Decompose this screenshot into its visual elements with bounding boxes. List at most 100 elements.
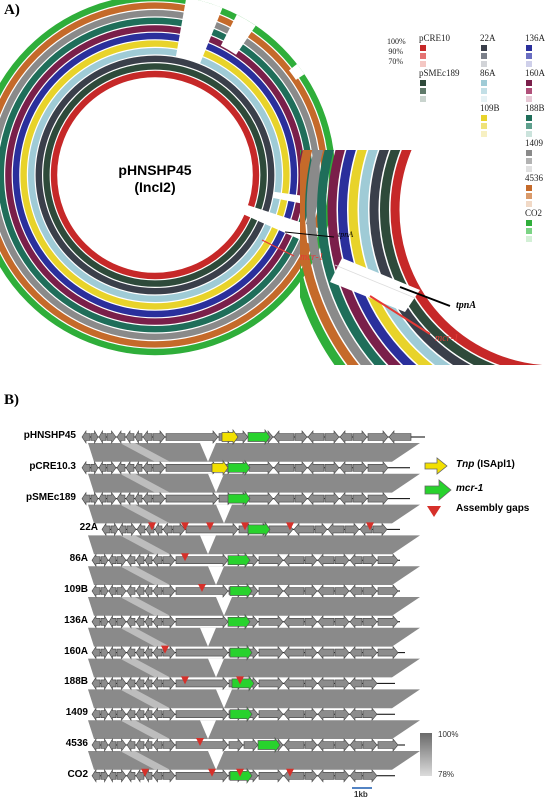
homology-gap — [200, 535, 216, 555]
mcr1-arrow — [227, 459, 251, 476]
gene-arrow — [126, 676, 136, 691]
gene-arrow — [294, 430, 308, 444]
gap-wedge-top — [175, 0, 223, 64]
gene-arrow — [304, 676, 318, 691]
gene-arrow — [136, 522, 146, 537]
mcr1-arrow — [231, 675, 255, 692]
mcr1-arrow — [247, 428, 271, 446]
track-1409 — [91, 706, 395, 723]
zoom-tpnA-label: tpnA — [456, 300, 477, 311]
gene-arrow — [108, 707, 117, 722]
legend-name: 4536 — [525, 173, 543, 183]
gene-arrow — [317, 707, 335, 722]
gene-arrow — [294, 460, 308, 475]
gene-arrow — [144, 583, 153, 599]
legend-swatch — [526, 150, 532, 156]
track-136a — [91, 613, 400, 630]
legend-swatch — [526, 115, 532, 121]
gene-arrow — [126, 645, 136, 660]
gene-arrow — [228, 738, 244, 752]
gene-arrow — [100, 614, 109, 629]
assembly-gap-marker — [161, 645, 169, 654]
gene-arrow — [349, 645, 363, 660]
row-label-pcre10.3: pCRE10.3 — [29, 460, 76, 472]
gene-arrow — [152, 707, 163, 722]
legend-swatch — [481, 88, 487, 94]
gene-arrow — [81, 430, 91, 444]
gene-arrow — [324, 430, 340, 444]
gene-arrow — [317, 614, 335, 629]
scale-max-label: 100% — [438, 730, 459, 739]
gene-arrow — [162, 738, 176, 752]
zoom-ring-0 — [390, 150, 543, 365]
gene-arrow — [307, 460, 325, 475]
legend-swatch — [526, 158, 532, 164]
homology-band-inversion — [120, 627, 170, 647]
zoom-ring-3 — [359, 150, 451, 365]
legend-entry-160a: 160A — [524, 68, 545, 102]
gene-arrow — [144, 614, 153, 629]
legend-swatch — [526, 201, 532, 207]
mcr1-legend-label: mcr-1 — [456, 483, 484, 494]
gene-arrow — [125, 430, 135, 444]
gene-arrow — [283, 707, 305, 722]
identity-100: 100% — [387, 37, 406, 46]
gene-arrow — [108, 676, 117, 691]
gene-arrow — [135, 645, 145, 660]
legend-swatch — [526, 193, 532, 199]
legend-entry-22a: 22A — [479, 33, 496, 67]
mcr1-arrow — [227, 490, 251, 507]
gene-arrow — [152, 738, 163, 752]
homology-gap — [208, 751, 224, 770]
homology-band-inversion — [120, 689, 170, 709]
legend-swatch — [526, 220, 532, 226]
legend-swatch — [526, 45, 532, 51]
gene-arrow — [294, 491, 308, 506]
legend-name: 22A — [480, 33, 496, 43]
gene-arrow — [362, 707, 378, 722]
gene-arrow — [334, 768, 350, 783]
legend-entry-pcre10: pCRE10 — [418, 33, 450, 67]
ring-0 — [50, 70, 260, 280]
gene-arrow — [135, 614, 145, 629]
gene-arrow — [126, 768, 136, 783]
gene-arrow — [175, 738, 229, 752]
gene-arrow — [135, 584, 145, 598]
gene-arrow — [108, 614, 117, 629]
legend-swatch — [420, 96, 426, 102]
gene-arrow — [134, 460, 143, 475]
assembly-gap-marker — [206, 522, 214, 531]
panel-a-graphic — [0, 0, 543, 365]
gene-arrow — [283, 738, 305, 752]
assembly-gap-marker — [236, 676, 244, 685]
gene-arrow — [91, 584, 101, 598]
gene-arrow — [106, 430, 117, 444]
legend-entry-86a: 86A — [479, 68, 496, 102]
homology-band-inversion — [120, 566, 170, 585]
gene-arrow — [283, 584, 305, 598]
homology-band — [88, 720, 420, 739]
gene-arrow — [367, 430, 389, 444]
gene-arrow — [304, 614, 318, 629]
gene-arrow — [352, 430, 368, 444]
track-psmec189 — [81, 490, 410, 507]
legend-swatch — [481, 123, 487, 129]
gaps-legend-label: Assembly gaps — [456, 503, 530, 514]
legend-name: 1409 — [525, 138, 543, 148]
gene-arrow — [175, 676, 229, 691]
plasmid-name: pHNSHP45 — [118, 162, 192, 178]
homology-band — [88, 443, 420, 462]
gene-arrow — [135, 738, 145, 752]
tnp-arrow — [221, 428, 239, 446]
gene-arrow — [100, 707, 109, 722]
gene-arrow — [125, 491, 135, 506]
gene-arrow — [100, 583, 109, 599]
zoom-gap-band — [330, 258, 420, 312]
gene-arrow — [142, 460, 153, 475]
gene-arrow — [283, 645, 305, 660]
homology-band — [88, 689, 420, 709]
zoom-ring-1 — [380, 150, 496, 365]
ring-3 — [27, 47, 283, 303]
row-label-phnshp45: pHNSHP45 — [23, 430, 76, 441]
gene-arrow — [304, 645, 318, 660]
